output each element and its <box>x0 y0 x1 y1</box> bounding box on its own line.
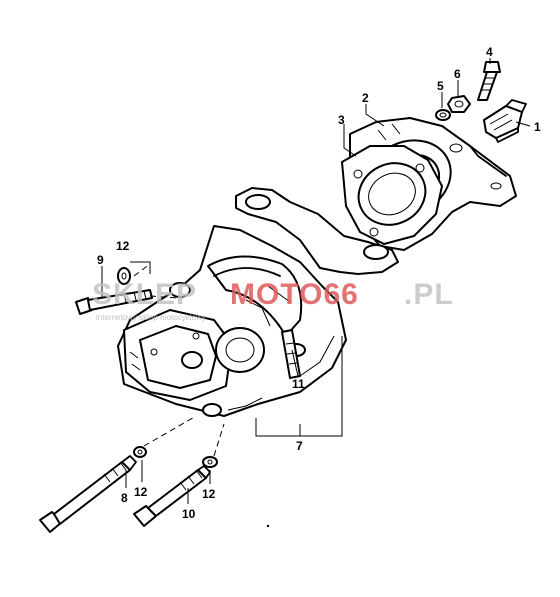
callout-6: 6 <box>454 67 461 81</box>
watermark-sklep: SKLEP <box>92 278 197 311</box>
callout-10: 10 <box>182 507 196 521</box>
part-6-nut <box>447 95 471 113</box>
dash-line-lower-left <box>143 415 197 447</box>
watermark-moto66: MOTO66 <box>230 278 359 311</box>
callout-12-right: 12 <box>202 487 216 501</box>
bracket-7 <box>255 336 343 437</box>
part-5-washer <box>435 109 451 121</box>
callout-4: 4 <box>486 45 493 59</box>
part-1-sensor <box>483 99 527 143</box>
callout-12-left: 12 <box>134 485 148 499</box>
part-3-gasket <box>341 145 443 245</box>
callout-11: 11 <box>292 377 305 391</box>
part-9-bolt <box>75 289 153 315</box>
watermark-subtitle: internetowy sklep motocyklowy <box>96 313 206 322</box>
bracket-9-12 <box>130 261 151 274</box>
callout-7: 7 <box>296 439 303 453</box>
callout-5: 5 <box>437 79 444 93</box>
watermark-pl: .PL <box>404 278 454 311</box>
dash-line-lower-right <box>213 423 225 457</box>
callout-1: 1 <box>534 120 541 134</box>
callout-12-upper: 12 <box>116 239 130 253</box>
callout-2: 2 <box>362 91 369 105</box>
part-8-bolt <box>39 455 137 533</box>
part-12-washer-upper <box>117 267 131 285</box>
callout-8: 8 <box>121 491 128 505</box>
part-12-washer-left <box>133 446 147 458</box>
callout-9: 9 <box>97 253 104 267</box>
watermark: SKLEP MOTO66 .PL internetowy sklep motoc… <box>92 278 454 322</box>
part-10-bolt <box>133 465 211 527</box>
dash-line-upper <box>133 263 179 299</box>
stray-mark <box>266 524 270 528</box>
callout-3: 3 <box>338 113 345 127</box>
part-4-bolt <box>477 61 501 101</box>
leader-lines <box>101 58 531 504</box>
part-12-washer-right <box>202 456 218 468</box>
